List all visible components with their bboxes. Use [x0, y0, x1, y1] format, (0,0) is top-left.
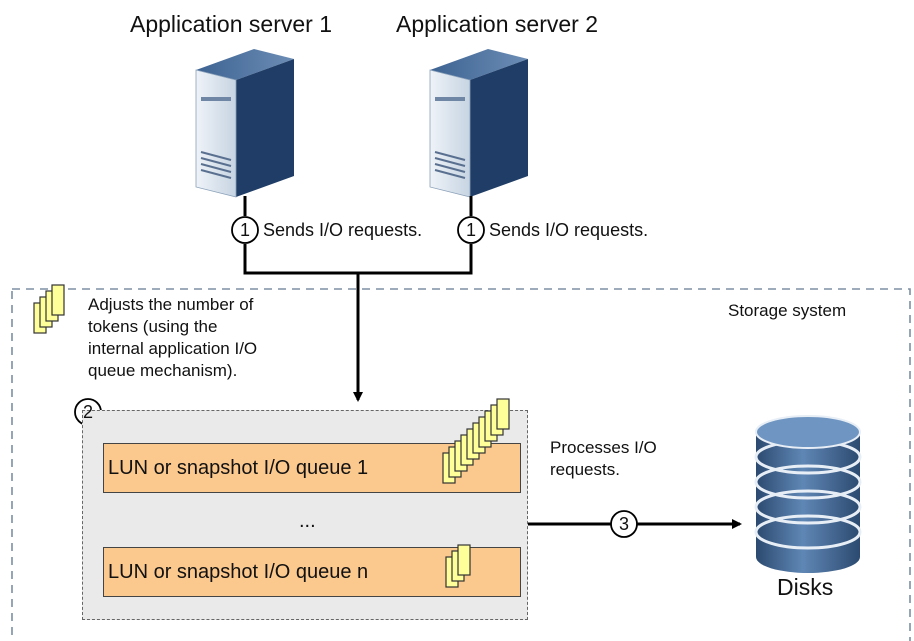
- step-1-text-server-1: Sends I/O requests.: [263, 220, 423, 240]
- server-2-title: Application server 2: [396, 11, 598, 37]
- step-1-text-server-2: Sends I/O requests.: [489, 220, 649, 240]
- step-1-circle-server-1: [231, 216, 259, 244]
- token-note-line-2: tokens (using the: [88, 317, 218, 336]
- queue-ellipsis: ...: [299, 510, 316, 532]
- server-1-title: Application server 1: [130, 11, 332, 37]
- disks-icon: [754, 415, 862, 573]
- step-1-circle-server-2: [457, 216, 485, 244]
- process-note-line-2: requests.: [550, 460, 620, 479]
- storage-boundary: [11, 288, 911, 641]
- token-note-line-3: internal application I/O: [88, 339, 258, 358]
- token-note: Adjusts the number of tokens (using the …: [88, 294, 257, 382]
- token-note-line-4: queue mechanism).: [88, 361, 238, 380]
- disks-label: Disks: [777, 574, 834, 600]
- request-connector: [243, 196, 473, 402]
- step-3-number: 3: [619, 514, 630, 534]
- step-1-number-server-1: 1: [240, 220, 251, 240]
- server-1-icon: [195, 49, 294, 198]
- server-2-icon: [429, 49, 528, 198]
- step-1-number-server-2: 1: [466, 220, 477, 240]
- queue-1-tokens-icon: [442, 398, 510, 484]
- storage-system-title: Storage system: [728, 301, 847, 320]
- token-note-line-1: Adjusts the number of: [88, 295, 254, 314]
- step-2-number: 2: [83, 402, 94, 422]
- queue-1-label: LUN or snapshot I/O queue 1: [108, 457, 369, 479]
- queue-n-label: LUN or snapshot I/O queue n: [108, 561, 369, 583]
- process-note: Processes I/O requests.: [550, 437, 657, 481]
- queue-n-tokens-icon: [445, 544, 471, 588]
- queue-1: LUN or snapshot I/O queue 1: [103, 443, 521, 493]
- step-3-circle: [610, 510, 638, 538]
- process-note-line-1: Processes I/O: [550, 438, 657, 457]
